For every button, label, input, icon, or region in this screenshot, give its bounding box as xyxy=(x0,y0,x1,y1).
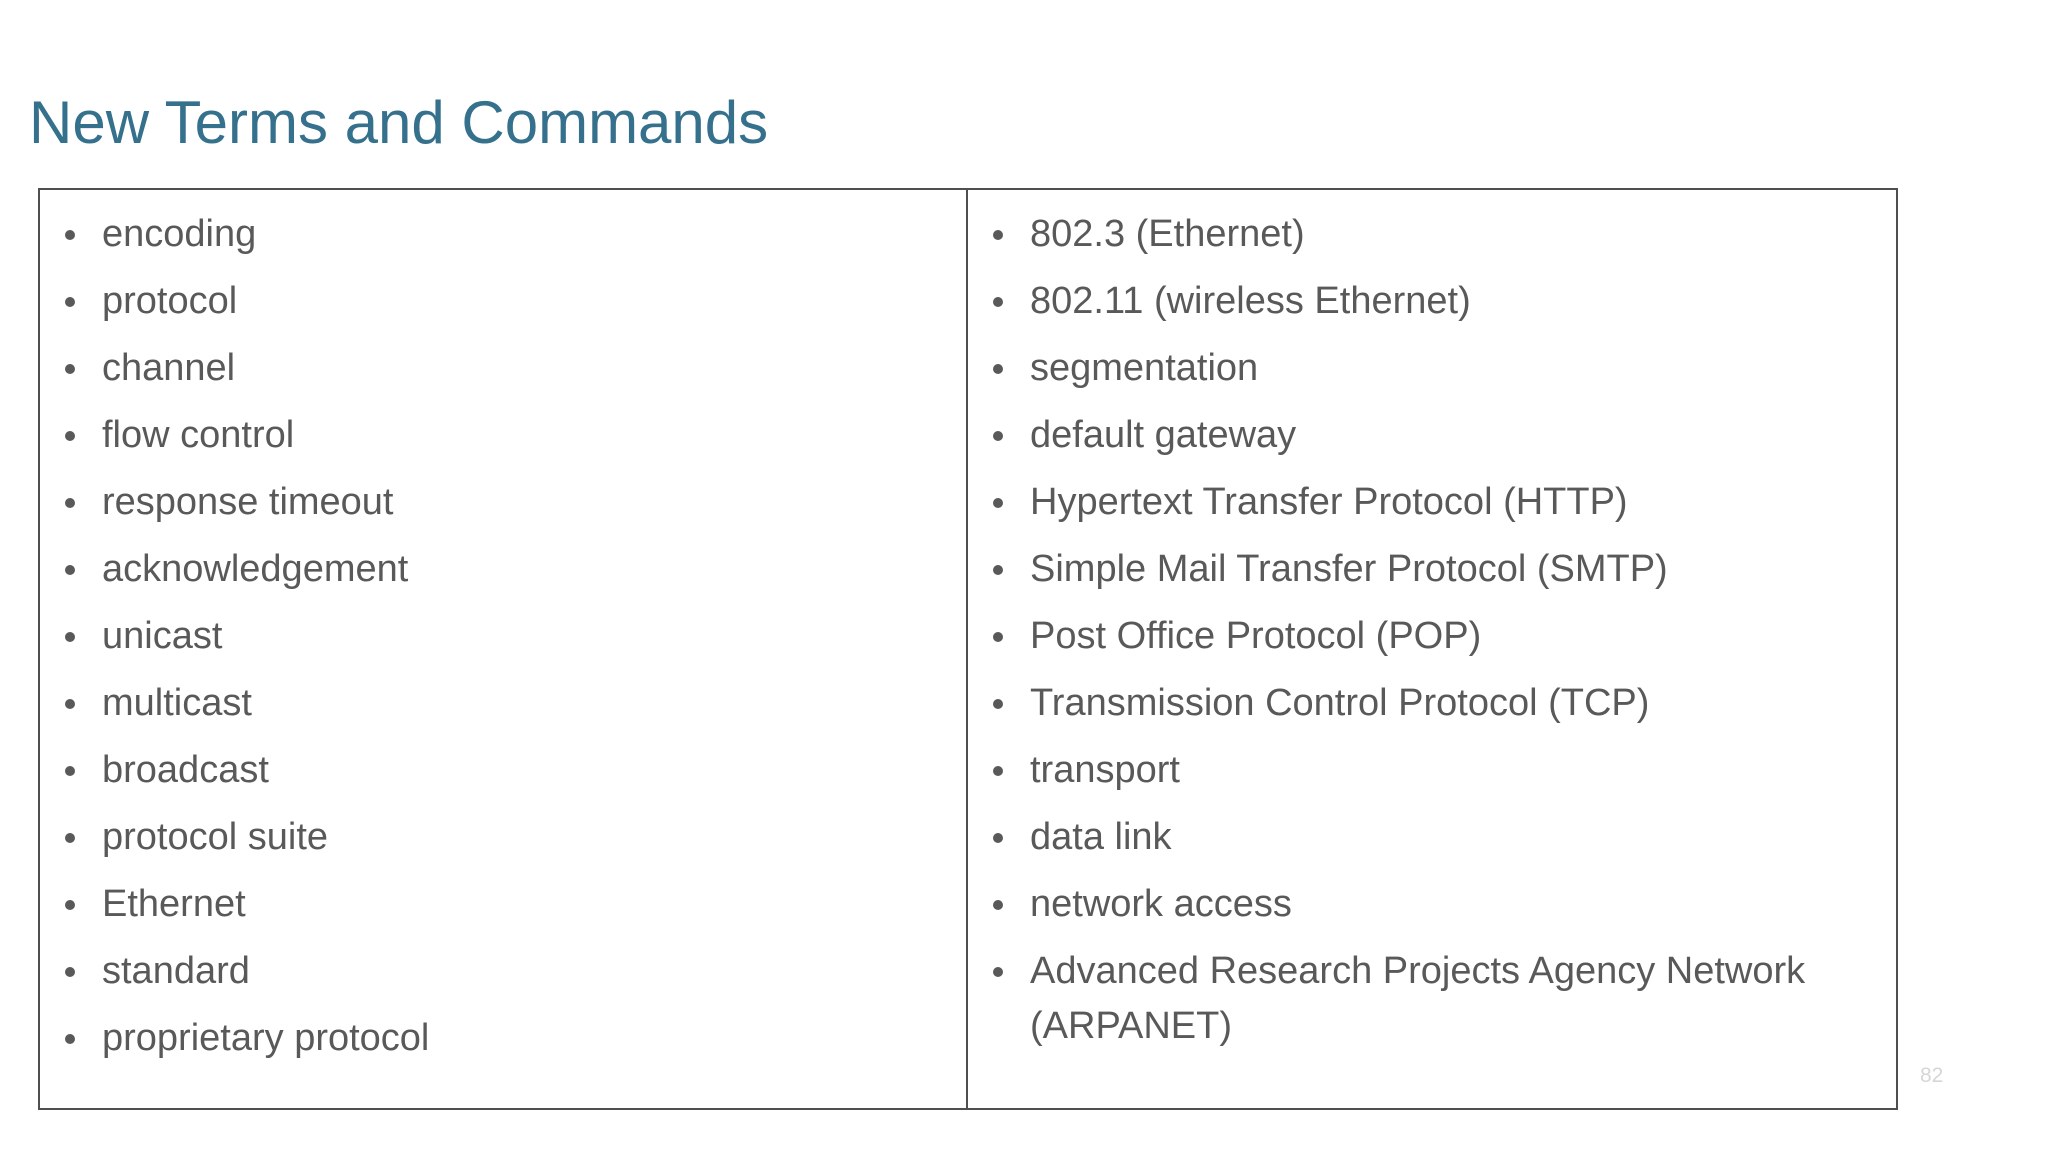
bullet-icon xyxy=(65,230,75,240)
list-item: proprietary protocol xyxy=(65,1011,936,1066)
bullet-icon xyxy=(993,833,1003,843)
list-item: channel xyxy=(65,341,936,396)
list-item: Ethernet xyxy=(65,877,936,932)
list-item: transport xyxy=(993,743,1866,798)
list-item: acknowledgement xyxy=(65,542,936,597)
list-item: broadcast xyxy=(65,743,936,798)
list-item: flow control xyxy=(65,408,936,463)
bullet-icon xyxy=(65,632,75,642)
terms-table: encoding protocol channel flow control r… xyxy=(38,188,1898,1110)
term-label: Post Office Protocol (POP) xyxy=(1030,615,1482,657)
bullet-icon xyxy=(993,900,1003,910)
bullet-icon xyxy=(993,431,1003,441)
list-item: standard xyxy=(65,944,936,999)
term-label: Simple Mail Transfer Protocol (SMTP) xyxy=(1030,548,1668,590)
list-item: unicast xyxy=(65,609,936,664)
page-number: 82 xyxy=(1920,1064,1944,1087)
list-item: multicast xyxy=(65,676,936,731)
term-label: acknowledgement xyxy=(102,548,409,590)
list-item: response timeout xyxy=(65,475,936,530)
terms-column-right: 802.3 (Ethernet) 802.11 (wireless Ethern… xyxy=(968,190,1896,1108)
term-label: protocol xyxy=(102,280,238,322)
term-label: broadcast xyxy=(102,749,269,791)
list-item: encoding xyxy=(65,207,936,262)
bullet-icon xyxy=(65,565,75,575)
term-label: standard xyxy=(102,950,250,992)
term-label: Transmission Control Protocol (TCP) xyxy=(1030,682,1650,724)
term-label: 802.11 (wireless Ethernet) xyxy=(1030,280,1471,322)
terms-list-left: encoding protocol channel flow control r… xyxy=(65,207,936,1066)
term-label: response timeout xyxy=(102,481,394,523)
term-label: unicast xyxy=(102,615,223,657)
terms-list-right: 802.3 (Ethernet) 802.11 (wireless Ethern… xyxy=(993,207,1866,1054)
term-label: 802.3 (Ethernet) xyxy=(1030,213,1305,255)
list-item: Transmission Control Protocol (TCP) xyxy=(993,676,1866,731)
list-item: data link xyxy=(993,810,1866,865)
term-label: proprietary protocol xyxy=(102,1017,430,1059)
term-label: transport xyxy=(1030,749,1180,791)
terms-column-left: encoding protocol channel flow control r… xyxy=(40,190,968,1108)
list-item: protocol suite xyxy=(65,810,936,865)
term-label: multicast xyxy=(102,682,252,724)
bullet-icon xyxy=(993,498,1003,508)
bullet-icon xyxy=(65,967,75,977)
bullet-icon xyxy=(993,565,1003,575)
bullet-icon xyxy=(993,297,1003,307)
term-label: segmentation xyxy=(1030,347,1259,389)
bullet-icon xyxy=(993,967,1003,977)
term-label: channel xyxy=(102,347,236,389)
list-item: network access xyxy=(993,877,1866,932)
term-label: protocol suite xyxy=(102,816,329,858)
bullet-icon xyxy=(65,900,75,910)
bullet-icon xyxy=(65,498,75,508)
bullet-icon xyxy=(65,1034,75,1044)
bullet-icon xyxy=(65,699,75,709)
bullet-icon xyxy=(993,230,1003,240)
bullet-icon xyxy=(65,364,75,374)
term-label: Ethernet xyxy=(102,883,246,925)
term-label: Hypertext Transfer Protocol (HTTP) xyxy=(1030,481,1628,523)
term-label: Advanced Research Projects Agency Networ… xyxy=(1030,950,1806,1047)
term-label: flow control xyxy=(102,414,295,456)
list-item: Post Office Protocol (POP) xyxy=(993,609,1866,664)
list-item: Hypertext Transfer Protocol (HTTP) xyxy=(993,475,1866,530)
list-item: Simple Mail Transfer Protocol (SMTP) xyxy=(993,542,1866,597)
term-label: encoding xyxy=(102,213,257,255)
term-label: data link xyxy=(1030,816,1172,858)
list-item: 802.11 (wireless Ethernet) xyxy=(993,274,1866,329)
list-item: segmentation xyxy=(993,341,1866,396)
bullet-icon xyxy=(65,431,75,441)
list-item: default gateway xyxy=(993,408,1866,463)
bullet-icon xyxy=(993,699,1003,709)
term-label: network access xyxy=(1030,883,1292,925)
bullet-icon xyxy=(65,833,75,843)
bullet-icon xyxy=(65,766,75,776)
bullet-icon xyxy=(993,632,1003,642)
term-label: default gateway xyxy=(1030,414,1297,456)
bullet-icon xyxy=(993,766,1003,776)
bullet-icon xyxy=(993,364,1003,374)
page-title: New Terms and Commands xyxy=(29,89,769,157)
list-item: Advanced Research Projects Agency Networ… xyxy=(993,944,1866,1054)
list-item: 802.3 (Ethernet) xyxy=(993,207,1866,262)
list-item: protocol xyxy=(65,274,936,329)
bullet-icon xyxy=(65,297,75,307)
